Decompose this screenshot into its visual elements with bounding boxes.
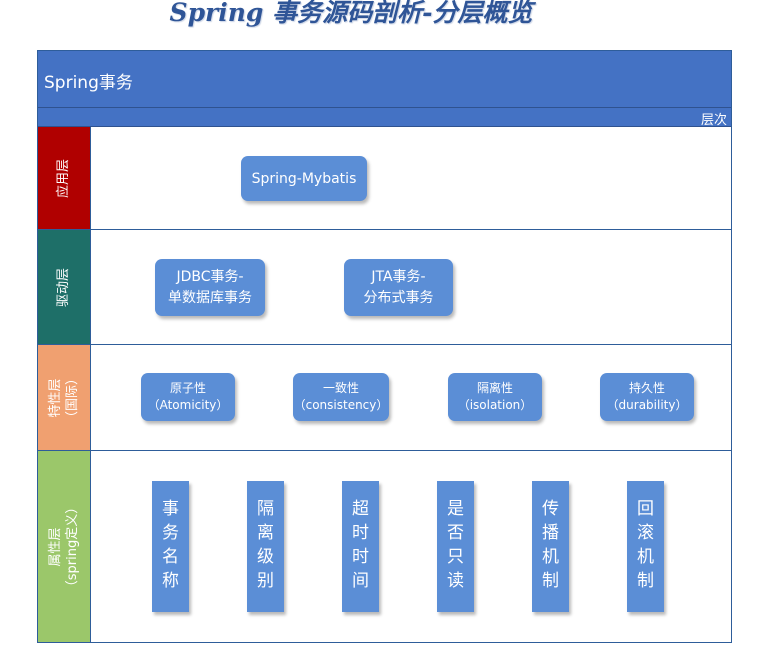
box-char: 滚 <box>637 523 654 543</box>
box-line: 隔离性 <box>476 381 513 395</box>
box-char: 传 <box>542 499 559 519</box>
level-label: 层次 <box>700 113 727 128</box>
box-char: 制 <box>637 571 654 591</box>
box-char: 名 <box>162 547 179 567</box>
header-title: Spring事务 <box>44 73 133 93</box>
box-line: JTA事务- <box>371 268 426 285</box>
layer-diagram: Spring事务 层次 应用层 Spring-Mybatis 驱动层 JDBC事… <box>37 50 732 643</box>
spring-mybatis-box: Spring-Mybatis <box>241 156 367 201</box>
box-line: 原子性 <box>169 381 206 395</box>
layer-label-text: 属性层（spring定义） <box>47 500 81 592</box>
box-char: 超 <box>352 499 369 519</box>
jta-transaction-box: JTA事务- 分布式事务 <box>344 259 453 316</box>
box-char: 称 <box>162 571 179 591</box>
layer-label-feature: 特性层（国际） <box>38 345 91 450</box>
diagram-title: Spring 事务源码剖析-分层概览 <box>169 0 533 27</box>
layer-label-sub: （国际） <box>65 371 81 424</box>
header-bar: Spring事务 <box>38 51 731 108</box>
box-char: 时 <box>352 523 369 543</box>
level-bar: 层次 <box>38 108 731 128</box>
box-char: 务 <box>162 523 179 543</box>
layer-label-driver: 驱动层 <box>38 230 91 344</box>
layer-label-text: 特性层（国际） <box>47 371 81 423</box>
box-char: 只 <box>447 547 464 567</box>
box-char: 离 <box>257 523 274 543</box>
layer-label-application: 应用层 <box>38 127 91 229</box>
box-line: 一致性 <box>322 381 359 395</box>
layer-label-text: 驱动层 <box>56 267 72 307</box>
box-line: （isolation） <box>457 398 533 412</box>
rollback-box: 回 滚 机 制 <box>627 481 664 612</box>
box-char: 机 <box>637 547 654 567</box>
read-only-box: 是 否 只 读 <box>437 481 474 612</box>
box-char: 别 <box>257 571 274 591</box>
box-line: 单数据库事务 <box>168 289 252 306</box>
box-line: （Atomicity） <box>147 398 229 412</box>
layer-attribute: 属性层（spring定义） 事 务 名 称 隔 离 级 别 超 时 时 间 是 … <box>38 451 731 642</box>
box-line: Spring-Mybatis <box>251 170 357 187</box>
layer-driver: 驱动层 JDBC事务- 单数据库事务 JTA事务- 分布式事务 <box>38 230 731 345</box>
consistency-box: 一致性 （consistency） <box>293 373 389 421</box>
layer-label-main: 特性层 <box>48 377 64 418</box>
box-char: 回 <box>637 499 654 519</box>
timeout-box: 超 时 时 间 <box>342 481 379 612</box>
layer-label-sub: （spring定义） <box>65 500 81 593</box>
jdbc-transaction-box: JDBC事务- 单数据库事务 <box>155 259 265 316</box>
box-char: 播 <box>542 523 559 543</box>
layer-feature: 特性层（国际） 原子性 （Atomicity） 一致性 （consistency… <box>38 345 731 451</box>
transaction-name-box: 事 务 名 称 <box>152 481 189 612</box>
box-char: 时 <box>352 547 369 567</box>
layer-label-text: 应用层 <box>56 158 72 198</box>
box-char: 级 <box>257 547 274 567</box>
layer-application: 应用层 Spring-Mybatis <box>38 127 731 230</box>
layer-label-attribute: 属性层（spring定义） <box>38 451 91 642</box>
box-char: 事 <box>162 499 179 519</box>
durability-box: 持久性 （durability） <box>600 373 694 421</box>
box-char: 否 <box>447 523 464 543</box>
isolation-level-box: 隔 离 级 别 <box>247 481 284 612</box>
atomicity-box: 原子性 （Atomicity） <box>141 373 235 421</box>
propagation-box: 传 播 机 制 <box>532 481 569 612</box>
box-line: （consistency） <box>293 398 389 412</box>
box-line: 持久性 <box>628 381 665 395</box>
box-line: JDBC事务- <box>176 268 244 285</box>
box-char: 隔 <box>257 499 274 519</box>
box-char: 制 <box>542 571 559 591</box>
box-char: 机 <box>542 547 559 567</box>
box-char: 间 <box>352 571 369 591</box>
box-line: 分布式事务 <box>363 289 434 306</box>
isolation-box: 隔离性 （isolation） <box>448 373 542 421</box>
layer-label-main: 属性层 <box>48 526 64 567</box>
box-char: 是 <box>447 499 464 519</box>
box-char: 读 <box>447 571 464 591</box>
box-line: （durability） <box>606 398 688 412</box>
